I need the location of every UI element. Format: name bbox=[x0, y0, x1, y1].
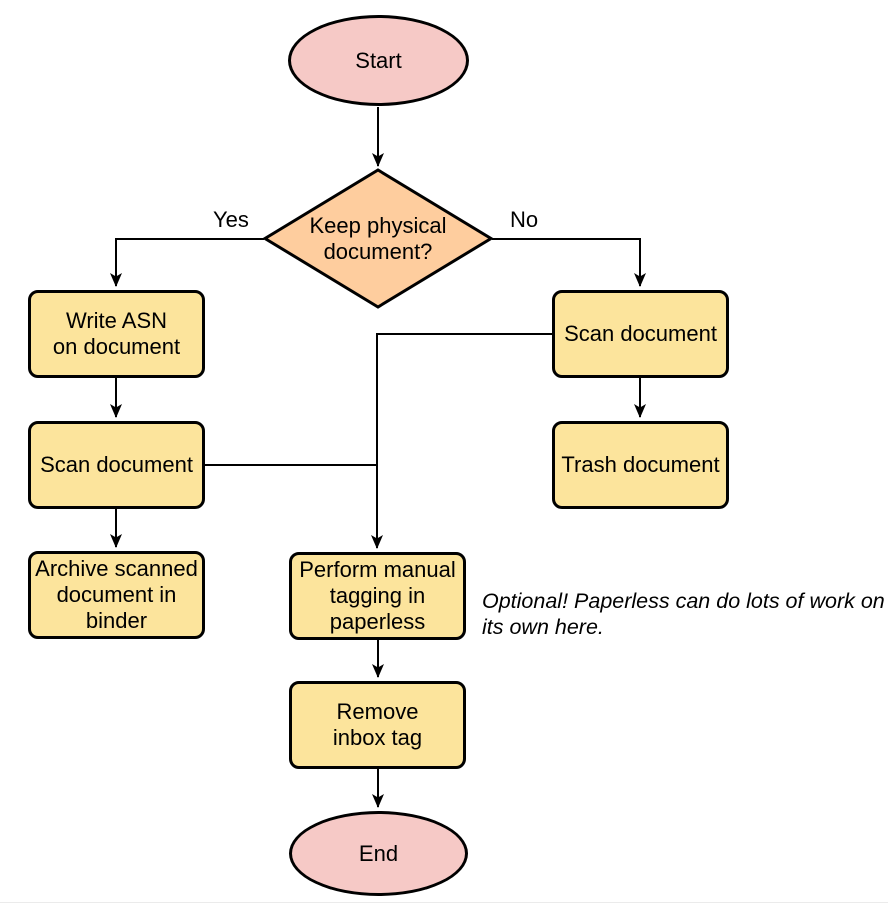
edge-decision-yes-to-write-asn bbox=[110, 238, 264, 287]
node-scan-document-right: Scan document bbox=[552, 290, 729, 378]
edge-label-yes: Yes bbox=[211, 207, 251, 233]
edge-decision-no-to-scan-right bbox=[492, 238, 646, 287]
node-decision-label: Keep physical document? bbox=[309, 212, 447, 264]
node-remove-inbox-tag: Remove inbox tag bbox=[289, 681, 466, 769]
node-manual-tagging: Perform manual tagging in paperless bbox=[289, 552, 466, 640]
annotation-optional-note: Optional! Paperless can do lots of work … bbox=[482, 589, 885, 639]
node-end: End bbox=[289, 811, 468, 896]
decision-diamond-shape bbox=[262, 168, 494, 309]
node-scan-document-left: Scan document bbox=[28, 421, 205, 509]
page-bottom-divider bbox=[0, 902, 888, 903]
node-trash-document: Trash document bbox=[552, 421, 729, 509]
node-start: Start bbox=[288, 15, 469, 106]
edge-scan-right-to-tagging bbox=[371, 333, 552, 549]
node-archive-scanned: Archive scanned document in binder bbox=[28, 551, 205, 639]
edge-label-no: No bbox=[508, 207, 541, 233]
node-write-asn: Write ASN on document bbox=[28, 290, 205, 378]
